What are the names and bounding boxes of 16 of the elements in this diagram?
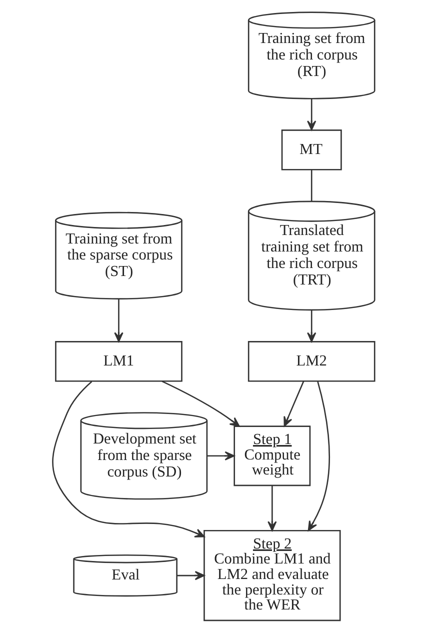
node-box: Step 2 Combine LM1 and LM2 and evaluate the perplexity or the WER <box>204 530 341 622</box>
arrow <box>308 381 330 531</box>
node-box: LM2 <box>248 341 376 382</box>
arrow <box>268 486 277 532</box>
arrow <box>307 310 316 342</box>
arrow <box>307 98 316 130</box>
arrow <box>114 298 124 342</box>
arrow <box>284 380 304 427</box>
node-box: MT <box>281 130 342 170</box>
arrow <box>52 381 205 538</box>
arrow <box>176 570 205 580</box>
connector <box>310 170 312 202</box>
arrow <box>207 451 235 460</box>
node-box: Step 1 Compute weight <box>234 426 311 486</box>
arrow <box>162 380 240 427</box>
node-box: LM1 <box>55 341 182 382</box>
